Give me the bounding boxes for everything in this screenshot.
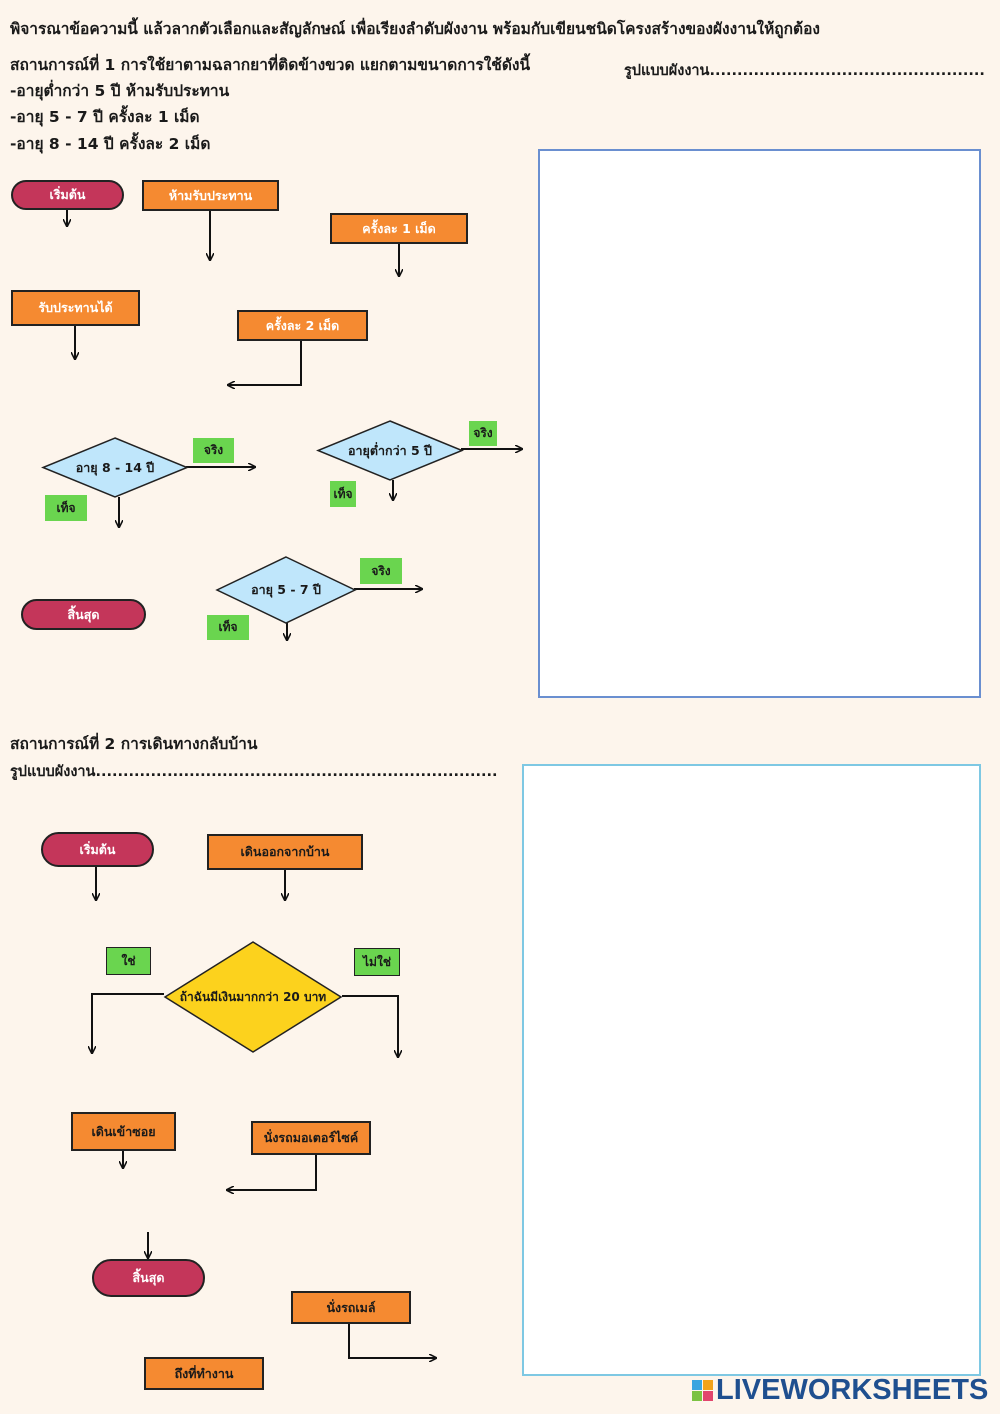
true-label[interactable]: จริง: [360, 558, 402, 584]
decision-label: ถ้าฉันมีเงินมากกว่า 20 บาท: [179, 989, 327, 1004]
true-label[interactable]: จริง: [193, 438, 234, 463]
start-terminal[interactable]: เริ่มต้น: [11, 180, 124, 210]
yes-label[interactable]: ใช่: [106, 947, 151, 975]
logo-grid-icon: [692, 1380, 713, 1401]
rule-5-7: -อายุ 5 - 7 ปี ครั้งละ 1 เม็ด: [10, 108, 200, 126]
diamond-shape: [215, 556, 357, 624]
liveworksheets-logo: LIVEWORKSHEETS: [692, 1374, 988, 1407]
arrive-work-process[interactable]: ถึงที่ทำงาน: [144, 1357, 264, 1390]
false-label[interactable]: เท็จ: [45, 495, 87, 521]
logo-text: LIVEWORKSHEETS: [716, 1374, 989, 1406]
no-eat-process[interactable]: ห้ามรับประทาน: [142, 180, 279, 211]
diamond-shape: [316, 420, 464, 481]
scenario2-drop-zone[interactable]: [522, 764, 981, 1376]
decision-label: อายุ 5 - 7 ปี: [251, 582, 321, 597]
diamond-shape: [41, 437, 189, 498]
scenario2-title: สถานการณ์ที่ 2 การเดินทางกลับบ้าน: [10, 735, 258, 753]
end-terminal[interactable]: สิ้นสุด: [92, 1259, 205, 1297]
can-eat-process[interactable]: รับประทานได้: [11, 290, 140, 326]
false-label[interactable]: เท็จ: [207, 615, 249, 640]
age-under5-decision[interactable]: อายุต่ำกว่า 5 ปี: [316, 420, 464, 481]
scenario1-drop-zone[interactable]: [538, 149, 981, 698]
scenario2-form-label: รูปแบบผังงาน............................…: [10, 764, 498, 780]
walk-alley-process[interactable]: เดินเข้าซอย: [71, 1112, 176, 1151]
rule-under-5: -อายุต่ำกว่า 5 ปี ห้ามรับประทาน: [10, 82, 230, 100]
decision-label: อายุต่ำกว่า 5 ปี: [348, 442, 432, 458]
instruction-text: พิจารณาข้อความนี้ แล้วลากตัวเลือกและสัญล…: [10, 20, 820, 38]
scenario1-title: สถานการณ์ที่ 1 การใช้ยาตามฉลากยาที่ติดข้…: [10, 56, 531, 74]
bus-process[interactable]: นั่งรถเมล์: [291, 1291, 411, 1324]
one-pill-process[interactable]: ครั้งละ 1 เม็ด: [330, 213, 468, 244]
start-terminal[interactable]: เริ่มต้น: [41, 832, 154, 867]
no-label[interactable]: ไม่ใช่: [354, 948, 400, 976]
motorbike-process[interactable]: นั่งรถมอเตอร์ไซค์: [251, 1121, 371, 1155]
money-decision[interactable]: ถ้าฉันมีเงินมากกว่า 20 บาท: [163, 941, 343, 1053]
scenario1-form-label: รูปแบบผังงาน............................…: [624, 63, 985, 79]
diamond-shape: [163, 941, 343, 1053]
end-terminal[interactable]: สิ้นสุด: [21, 599, 146, 630]
decision-label: อายุ 8 - 14 ปี: [75, 459, 155, 475]
rule-8-14: -อายุ 8 - 14 ปี ครั้งละ 2 เม็ด: [10, 135, 211, 153]
leave-home-process[interactable]: เดินออกจากบ้าน: [207, 834, 363, 870]
two-pill-process[interactable]: ครั้งละ 2 เม็ด: [237, 310, 368, 341]
false-label[interactable]: เท็จ: [330, 481, 356, 507]
age-5-7-decision[interactable]: อายุ 5 - 7 ปี: [215, 556, 357, 624]
true-label[interactable]: จริง: [469, 421, 497, 446]
age-8-14-decision[interactable]: อายุ 8 - 14 ปี: [41, 437, 189, 498]
